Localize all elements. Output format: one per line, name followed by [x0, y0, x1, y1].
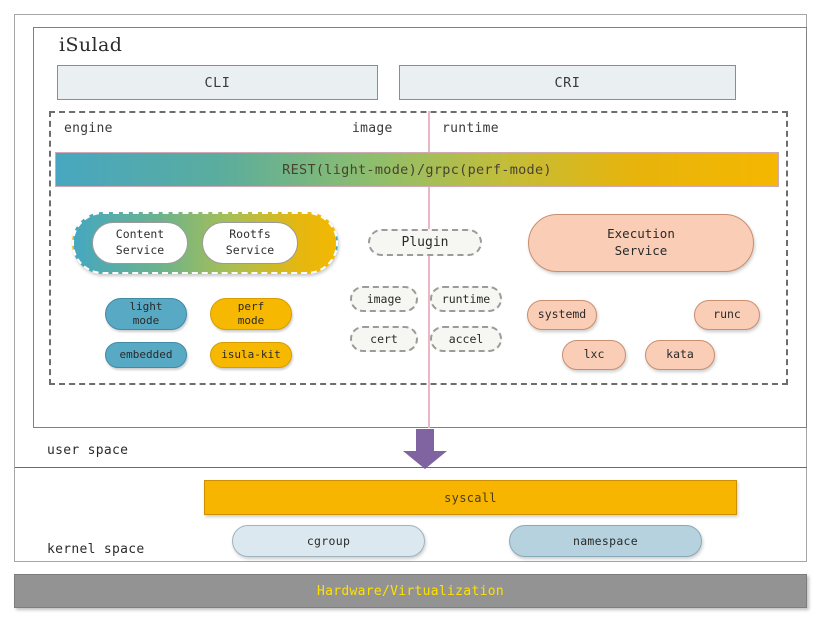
- service-rootfs-service[interactable]: Rootfs Service: [202, 222, 298, 264]
- pill-isula-kit[interactable]: isula-kit: [210, 342, 292, 368]
- interface-box-cri[interactable]: CRI: [399, 65, 736, 100]
- column-label-runtime: runtime: [442, 121, 499, 136]
- pill-plugin[interactable]: Plugin: [368, 229, 482, 256]
- namespace-label: namespace: [572, 534, 638, 548]
- perf-mode-line2: mode: [237, 314, 265, 327]
- kernel-space-label: kernel space: [47, 542, 145, 557]
- pill-lxc[interactable]: lxc: [562, 340, 626, 370]
- interface-label-cri: CRI: [554, 74, 581, 91]
- embedded-label: embedded: [119, 347, 173, 361]
- pill-namespace[interactable]: namespace: [509, 525, 702, 557]
- pill-execution-service[interactable]: Execution Service: [528, 214, 754, 272]
- content-service-line1: Content: [115, 227, 165, 242]
- pill-systemd[interactable]: systemd: [527, 300, 597, 330]
- perf-mode-line1: perf: [237, 299, 265, 313]
- pill-plugin-accel[interactable]: accel: [430, 326, 502, 352]
- pill-embedded[interactable]: embedded: [105, 342, 187, 368]
- content-service-line2: Service: [115, 243, 165, 257]
- cgroup-label: cgroup: [306, 534, 351, 548]
- execution-service-line2: Service: [614, 243, 668, 258]
- interface-label-cli: CLI: [204, 74, 231, 91]
- execution-service-line1: Execution: [607, 226, 675, 242]
- user-space-label: user space: [47, 443, 129, 458]
- service-capsule: Content Service Rootfs Service: [72, 212, 338, 274]
- runc-label: runc: [713, 307, 741, 322]
- down-arrow-icon: [403, 429, 447, 469]
- pill-cgroup[interactable]: cgroup: [232, 525, 425, 557]
- interface-box-cli[interactable]: CLI: [57, 65, 378, 100]
- api-protocol-bar: REST(light-mode)/grpc(perf-mode): [55, 152, 779, 187]
- rootfs-service-line1: Rootfs: [229, 227, 271, 242]
- systemd-label: systemd: [537, 307, 587, 322]
- service-content-service[interactable]: Content Service: [92, 222, 188, 264]
- plugin-cert-label: cert: [370, 332, 398, 346]
- hardware-bar: Hardware/Virtualization: [14, 574, 807, 608]
- pill-light-mode[interactable]: light mode: [105, 298, 187, 330]
- pill-kata[interactable]: kata: [645, 340, 715, 370]
- syscall-label: syscall: [444, 490, 497, 505]
- lxc-label: lxc: [583, 347, 605, 362]
- pill-plugin-cert[interactable]: cert: [350, 326, 418, 352]
- pill-runc[interactable]: runc: [694, 300, 760, 330]
- api-protocol-label: REST(light-mode)/grpc(perf-mode): [282, 161, 552, 178]
- isula-kit-label: isula-kit: [221, 347, 281, 361]
- user-kernel-separator: [15, 467, 807, 468]
- rootfs-service-line2: Service: [225, 243, 275, 257]
- pill-plugin-image[interactable]: image: [350, 286, 418, 312]
- light-mode-line1: light: [129, 299, 163, 313]
- hardware-label: Hardware/Virtualization: [317, 583, 504, 599]
- plugin-runtime-label: runtime: [441, 292, 491, 306]
- pill-perf-mode[interactable]: perf mode: [210, 298, 292, 330]
- plugin-accel-label: accel: [448, 332, 484, 346]
- column-label-image: image: [352, 121, 393, 136]
- plugin-label: Plugin: [401, 235, 449, 250]
- light-mode-line2: mode: [132, 314, 160, 327]
- syscall-bar: syscall: [204, 480, 737, 515]
- runtime-column-divider: [428, 111, 430, 428]
- pill-plugin-runtime[interactable]: runtime: [430, 286, 502, 312]
- kata-label: kata: [666, 347, 694, 362]
- page-title: iSulad: [59, 34, 123, 56]
- column-label-engine: engine: [64, 121, 113, 136]
- engine-dashed-region: [49, 111, 788, 385]
- plugin-image-label: image: [366, 292, 402, 306]
